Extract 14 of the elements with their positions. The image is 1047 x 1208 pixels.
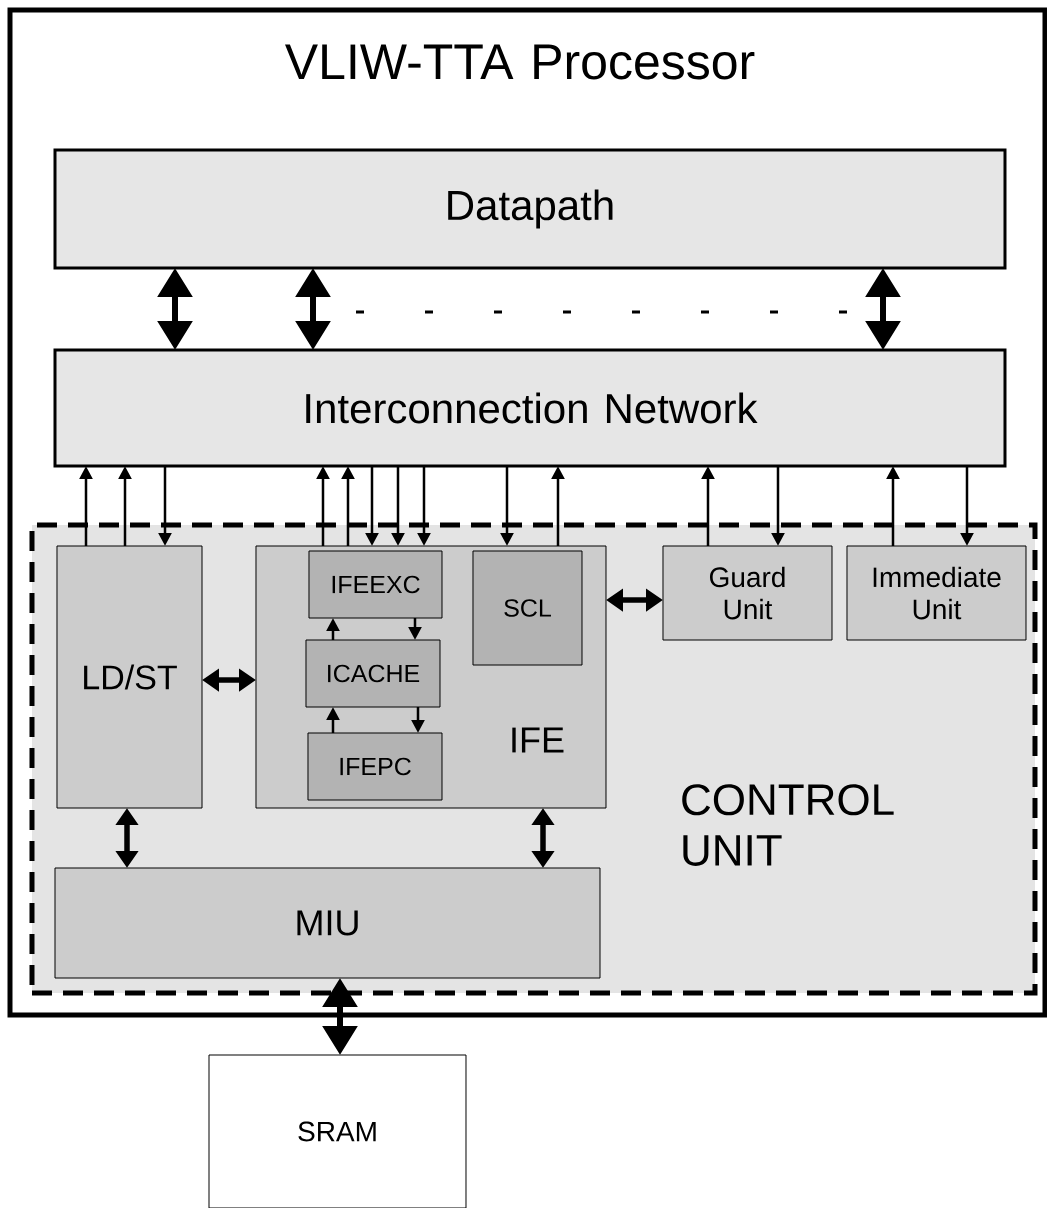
datapath-box: Datapath bbox=[53, 148, 1007, 270]
unit-box: MIU bbox=[54, 867, 601, 979]
block-label: IFE bbox=[512, 727, 564, 753]
unit-box: IFEPC bbox=[307, 732, 443, 801]
unit-box: Immediate Unit bbox=[846, 545, 1027, 641]
title: VLIW-TTA Processor bbox=[285, 44, 755, 80]
unit-box: IFEEXC bbox=[308, 550, 443, 619]
unit-box: ICACHE bbox=[305, 639, 441, 708]
unit-box: LD/ST bbox=[56, 545, 203, 809]
unit-box: SCL bbox=[472, 550, 583, 666]
memory-box: SRAM bbox=[208, 1054, 467, 1208]
network-box: Interconnection Network bbox=[53, 348, 1007, 468]
block-label: CONTROL UNIT bbox=[682, 784, 894, 866]
unit-box: Guard Unit bbox=[662, 545, 833, 641]
